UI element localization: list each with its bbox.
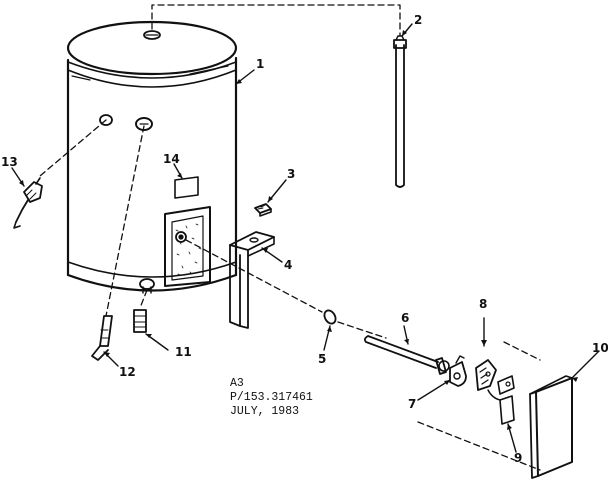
callout-14: 14 [163,152,180,166]
callout-1: 1 [256,57,265,71]
relief-valve [13,177,43,229]
thermostat-shield [487,375,515,425]
drawing-caption: A3 P/153.317461 JULY, 1983 [230,377,313,419]
thermostat-clip [449,355,467,387]
callout-11: 11 [175,345,192,359]
heating-element [363,335,450,375]
callout-arrowheads [19,30,578,430]
callout-8: 8 [479,297,488,311]
terminal-block [475,359,497,391]
callout-2: 2 [414,13,423,27]
access-cover [529,375,573,479]
rating-label-plate [174,176,199,199]
callout-9: 9 [514,451,523,465]
drain-valve [91,315,113,361]
callout-6: 6 [401,311,410,325]
callout-5: 5 [318,352,327,366]
caption-code: A3 [230,377,244,390]
drain-valve-leader-dashed [105,125,145,317]
relief-valve-leader-dashed [39,119,107,177]
cover-leader-dashed [417,341,541,471]
anode-rod [393,35,407,188]
caption-date: JULY, 1983 [230,405,300,418]
callout-3: 3 [287,167,296,181]
callout-7: 7 [408,397,417,411]
anode-leader-dashed [151,4,401,37]
element-bracket [229,231,275,329]
element-leader-dashed [185,239,387,339]
gasket [323,309,337,325]
caption-part-number: P/153.317461 [230,391,313,404]
thermostat [254,203,272,217]
callout-10: 10 [592,341,608,355]
callout-13: 13 [1,155,18,169]
water-heater-tank [66,20,238,294]
element-access-opening [164,206,211,287]
callout-12: 12 [119,365,136,379]
pipe-nipple [133,309,147,333]
nipple-leader-dashed [139,289,148,309]
callout-4: 4 [284,258,293,272]
